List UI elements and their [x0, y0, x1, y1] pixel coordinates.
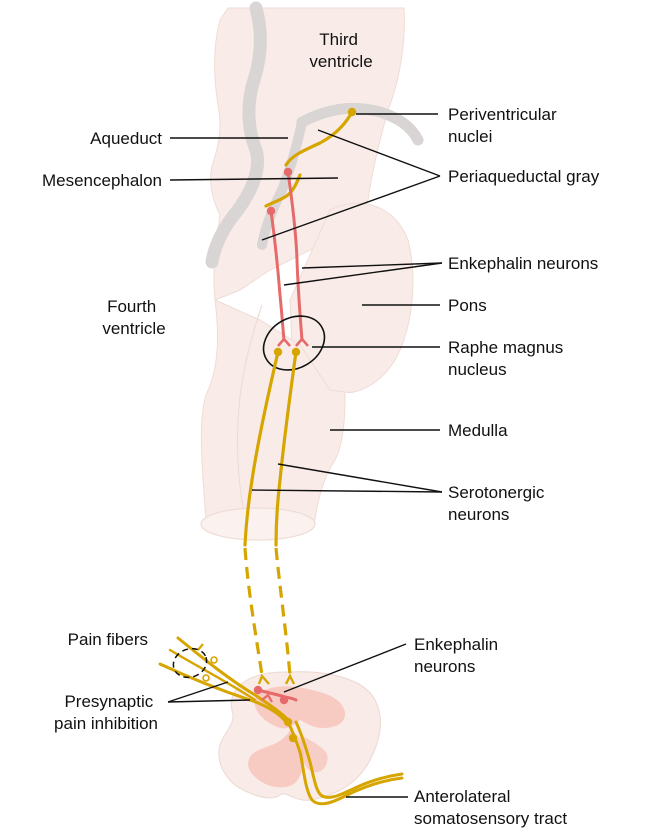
spinal-neuron-soma-2 — [289, 734, 297, 742]
spinal-enkephalin-soma-2 — [280, 696, 288, 704]
label-enkephalin-neurons-upper: Enkephalin neurons — [448, 254, 598, 273]
pain-fiber-receptor-2 — [211, 657, 217, 663]
spinal-enkephalin-soma-1 — [254, 686, 262, 694]
label-presynaptic-pain-inhibition: Presynaptic pain inhibition — [54, 692, 158, 733]
brainstem-cut-surface — [201, 508, 315, 540]
label-mesencephalon: Mesencephalon — [42, 171, 162, 190]
label-pain-fibers: Pain fibers — [68, 630, 148, 649]
serotonergic-dashed-2 — [276, 548, 290, 675]
pain-fiber-receptor-1 — [203, 675, 209, 681]
label-serotonergic-neurons: Serotonergic neurons — [448, 483, 549, 524]
label-anterolateral-tract: Anterolateral somatosensory tract — [414, 787, 567, 828]
label-enkephalin-neurons-lower: Enkephalin neurons — [414, 635, 503, 676]
serotonergic-soma-1 — [274, 348, 282, 356]
leader-presynaptic-1 — [168, 682, 228, 702]
periventricular-neuron-soma — [348, 108, 356, 116]
label-pons: Pons — [448, 296, 487, 315]
label-aqueduct: Aqueduct — [90, 129, 162, 148]
label-periventricular-nuclei: Periventricular nuclei — [448, 105, 561, 146]
label-raphe-magnus: Raphe magnus nucleus — [448, 338, 568, 379]
serotonergic-dashed-1 — [245, 548, 262, 675]
label-fourth-ventricle: Fourth ventricle — [102, 297, 165, 338]
pain-fiber-synapse — [198, 644, 203, 650]
brainstem — [201, 8, 413, 540]
enkephalin-soma-1 — [284, 168, 292, 176]
label-periaqueductal-gray: Periaqueductal gray — [448, 167, 600, 186]
serotonergic-soma-2 — [292, 348, 300, 356]
enkephalin-soma-2 — [267, 207, 275, 215]
spinal-neuron-soma-1 — [284, 718, 292, 726]
label-medulla: Medulla — [448, 421, 508, 440]
